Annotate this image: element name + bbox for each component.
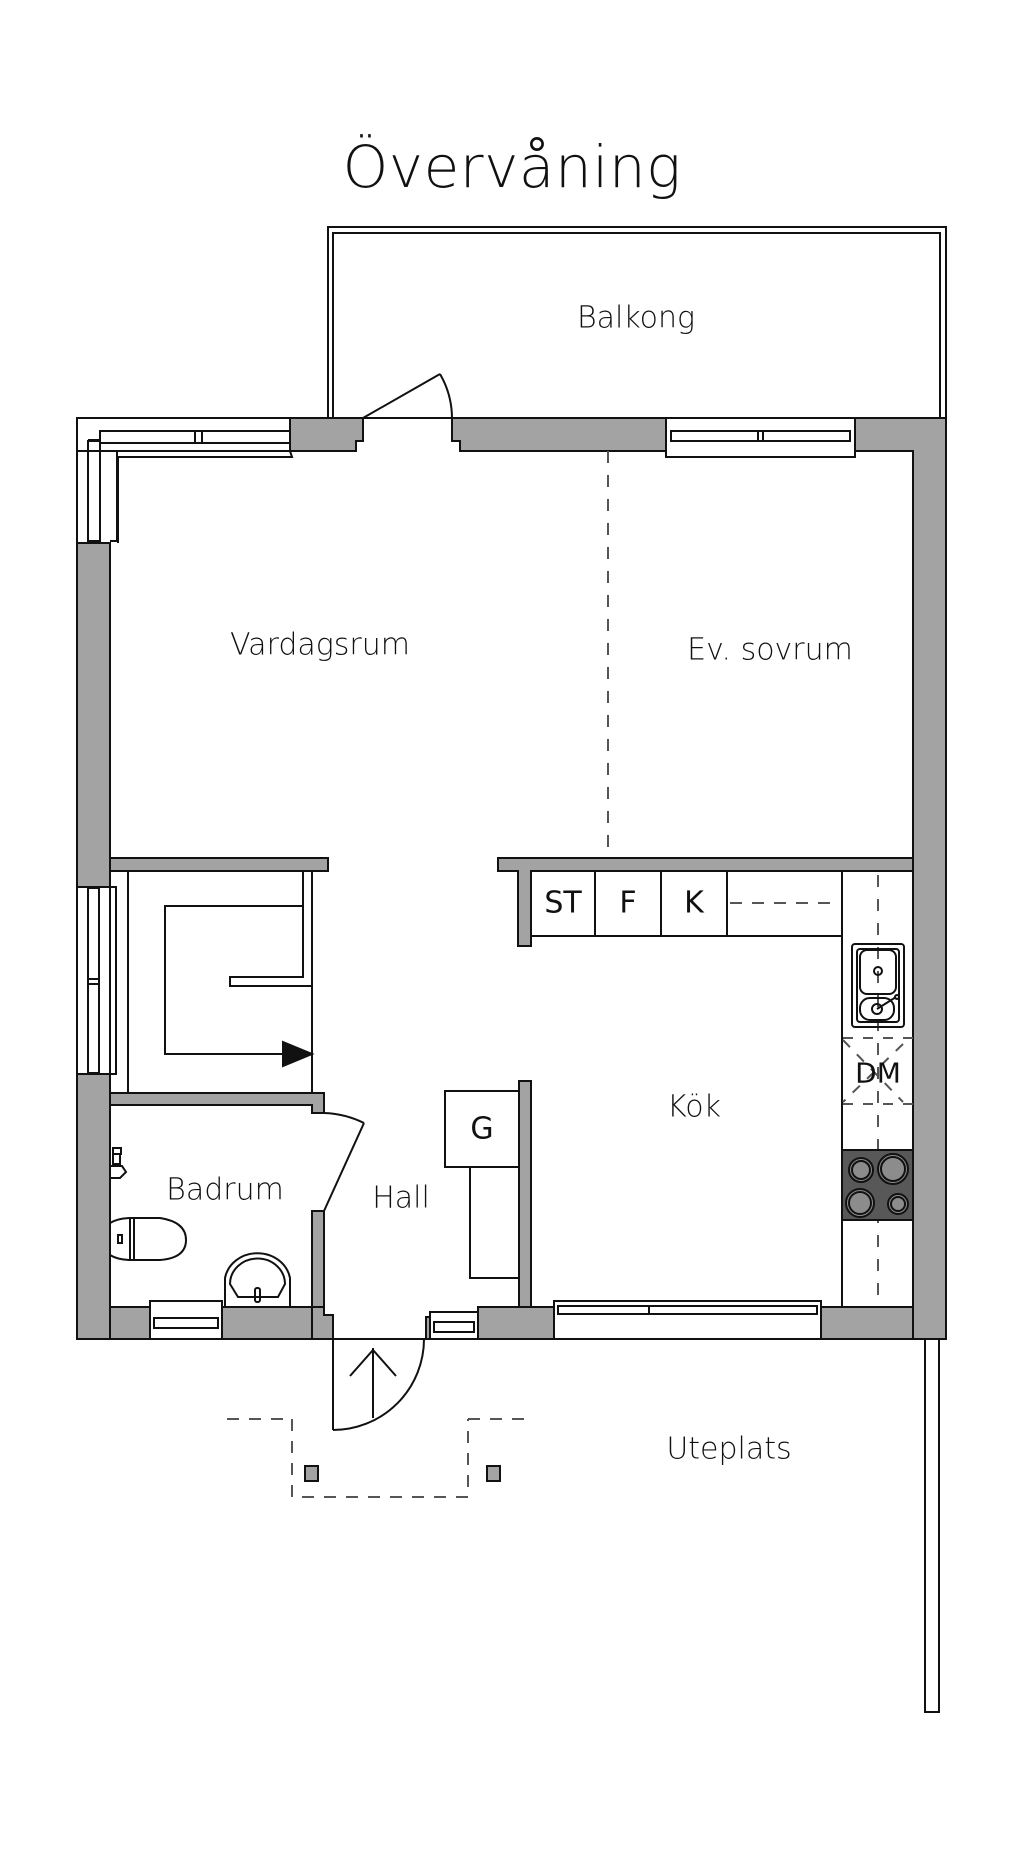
appliance-dishwasher: DM bbox=[855, 1056, 901, 1090]
kitchen-window bbox=[553, 1300, 822, 1340]
patio-rail bbox=[924, 1338, 940, 1713]
stair-window bbox=[76, 886, 117, 1075]
kitchen-counter-top bbox=[531, 871, 843, 1307]
washbasin bbox=[224, 1252, 291, 1307]
room-label-kitchen: Kök bbox=[667, 1089, 721, 1125]
corner-window bbox=[76, 417, 294, 543]
appliance-freezer: F bbox=[619, 885, 637, 921]
staircase bbox=[127, 871, 315, 1093]
left-wall bbox=[76, 542, 111, 888]
entrance-canopy bbox=[227, 1418, 528, 1498]
room-label-living-room: Vardagsrum bbox=[229, 627, 411, 663]
kitchen-sink bbox=[851, 943, 905, 1028]
hall-window bbox=[429, 1311, 479, 1340]
bath-top-wall bbox=[109, 1092, 325, 1114]
room-label-hall: Hall bbox=[372, 1180, 430, 1216]
appliance-stove-cabinet: ST bbox=[544, 885, 582, 921]
balcony bbox=[327, 226, 947, 419]
room-label-bathroom: Badrum bbox=[166, 1172, 284, 1208]
stove bbox=[841, 1149, 914, 1221]
appliance-wardrobe: G bbox=[470, 1111, 494, 1147]
hall-cabinet bbox=[469, 1166, 520, 1279]
hall-kitchen-wall bbox=[518, 1080, 532, 1308]
kitchen-top-wall bbox=[497, 857, 914, 947]
bathroom-door[interactable] bbox=[323, 1112, 365, 1212]
bath-right-wall bbox=[311, 1210, 325, 1308]
canopy-post bbox=[486, 1465, 501, 1482]
appliance-fridge: K bbox=[684, 885, 704, 921]
floor-title: Övervåning bbox=[342, 133, 682, 201]
room-label-bedroom: Ev. sovrum bbox=[687, 632, 853, 668]
room-label-patio: Uteplats bbox=[666, 1431, 792, 1467]
stair-top-wall bbox=[109, 857, 329, 872]
shower-faucet bbox=[110, 1147, 128, 1179]
bath-window bbox=[149, 1300, 223, 1340]
front-door[interactable] bbox=[332, 1338, 425, 1431]
canopy-post bbox=[304, 1465, 319, 1482]
toilet bbox=[109, 1217, 188, 1261]
room-label-balcony: Balkong bbox=[576, 300, 696, 336]
left-wall-lower bbox=[76, 1073, 111, 1340]
entrance-arrow-icon bbox=[349, 1348, 397, 1418]
top-window-right bbox=[665, 417, 856, 458]
dishwasher bbox=[842, 1037, 913, 1105]
balcony-door[interactable] bbox=[362, 373, 453, 419]
